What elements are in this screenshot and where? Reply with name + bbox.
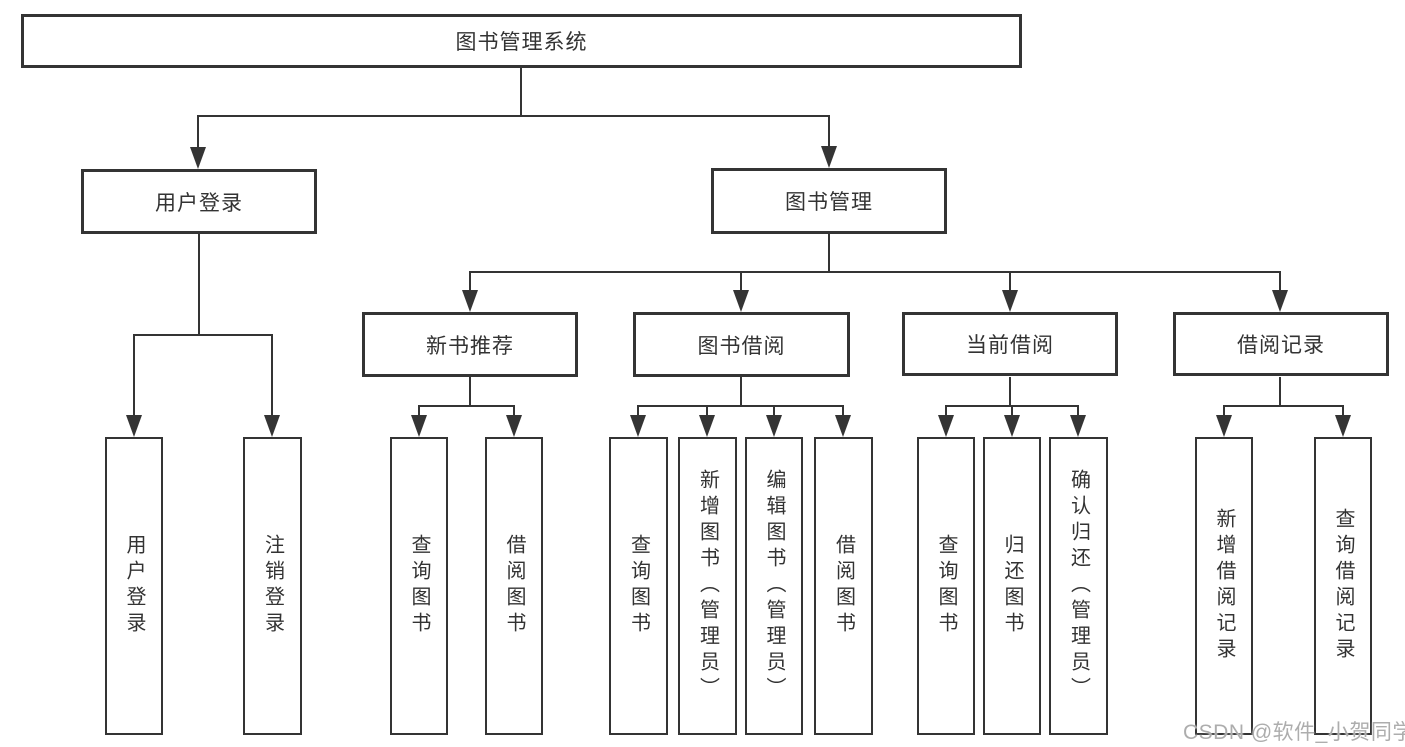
connector-vline — [197, 115, 199, 147]
connector-vline — [469, 271, 471, 291]
connector-hline — [418, 405, 515, 407]
node-user-login: 用户登录 — [81, 169, 317, 234]
node-borrowing-records: 借阅记录 — [1173, 312, 1389, 376]
arrowhead-icon — [264, 415, 280, 437]
arrowhead-icon — [1272, 290, 1288, 312]
arrowhead-icon — [1002, 290, 1018, 312]
leaf-return-books: 归还图书 — [983, 437, 1041, 735]
connector-vline — [637, 405, 639, 416]
node-current-borrowing: 当前借阅 — [902, 312, 1118, 376]
arrowhead-icon — [1335, 415, 1351, 437]
connector-vline — [740, 271, 742, 291]
connector-hline — [133, 334, 273, 336]
node-new-book-recommend: 新书推荐 — [362, 312, 578, 377]
leaf-user-login: 用户登录 — [105, 437, 163, 735]
leaf-logout: 注销登录 — [243, 437, 302, 735]
connector-vline — [1009, 377, 1011, 407]
arrowhead-icon — [938, 415, 954, 437]
connector-vline — [271, 334, 273, 415]
connector-hline — [469, 271, 1281, 273]
connector-hline — [197, 115, 830, 117]
connector-vline — [520, 68, 522, 117]
leaf-edit-books-admin: 编辑图书（管理员） — [745, 437, 803, 735]
arrowhead-icon — [821, 146, 837, 168]
node-book-management: 图书管理 — [711, 168, 947, 234]
arrowhead-icon — [1070, 415, 1086, 437]
connector-vline — [133, 334, 135, 415]
leaf-add-books-admin: 新增图书（管理员） — [678, 437, 737, 735]
leaf-confirm-return-admin: 确认归还（管理员） — [1049, 437, 1108, 735]
arrowhead-icon — [1004, 415, 1020, 437]
connector-vline — [1009, 271, 1011, 291]
connector-vline — [1342, 405, 1344, 416]
arrowhead-icon — [462, 290, 478, 312]
arrowhead-icon — [699, 415, 715, 437]
csdn-watermark: CSDN @软件_小贺同学 — [1183, 721, 1405, 744]
leaf-borrow-books: 借阅图书 — [814, 437, 873, 735]
connector-vline — [773, 405, 775, 416]
connector-vline — [842, 405, 844, 416]
node-library-system: 图书管理系统 — [21, 14, 1022, 68]
connector-vline — [828, 234, 830, 273]
arrowhead-icon — [733, 290, 749, 312]
arrowhead-icon — [630, 415, 646, 437]
connector-vline — [418, 405, 420, 416]
leaf-query-books-recommend: 查询图书 — [390, 437, 448, 735]
leaf-borrow-books-recommend: 借阅图书 — [485, 437, 543, 735]
arrowhead-icon — [506, 415, 522, 437]
leaf-query-books-borrow: 查询图书 — [609, 437, 668, 735]
arrowhead-icon — [835, 415, 851, 437]
connector-vline — [740, 377, 742, 407]
arrowhead-icon — [1216, 415, 1232, 437]
connector-vline — [513, 405, 515, 416]
connector-vline — [198, 234, 200, 336]
arrowhead-icon — [411, 415, 427, 437]
connector-vline — [469, 377, 471, 407]
connector-vline — [1279, 377, 1281, 407]
connector-vline — [1279, 271, 1281, 291]
node-book-borrowing: 图书借阅 — [633, 312, 850, 377]
leaf-query-borrow-record: 查询借阅记录 — [1314, 437, 1372, 735]
connector-vline — [1077, 405, 1079, 416]
connector-hline — [637, 405, 844, 407]
connector-vline — [828, 115, 830, 146]
connector-vline — [945, 405, 947, 416]
leaf-add-borrow-record: 新增借阅记录 — [1195, 437, 1253, 735]
connector-vline — [1223, 405, 1225, 416]
leaf-query-books-current: 查询图书 — [917, 437, 975, 735]
arrowhead-icon — [766, 415, 782, 437]
connector-hline — [1223, 405, 1344, 407]
arrowhead-icon — [126, 415, 142, 437]
arrowhead-icon — [190, 147, 206, 169]
connector-vline — [706, 405, 708, 416]
connector-vline — [1011, 405, 1013, 416]
